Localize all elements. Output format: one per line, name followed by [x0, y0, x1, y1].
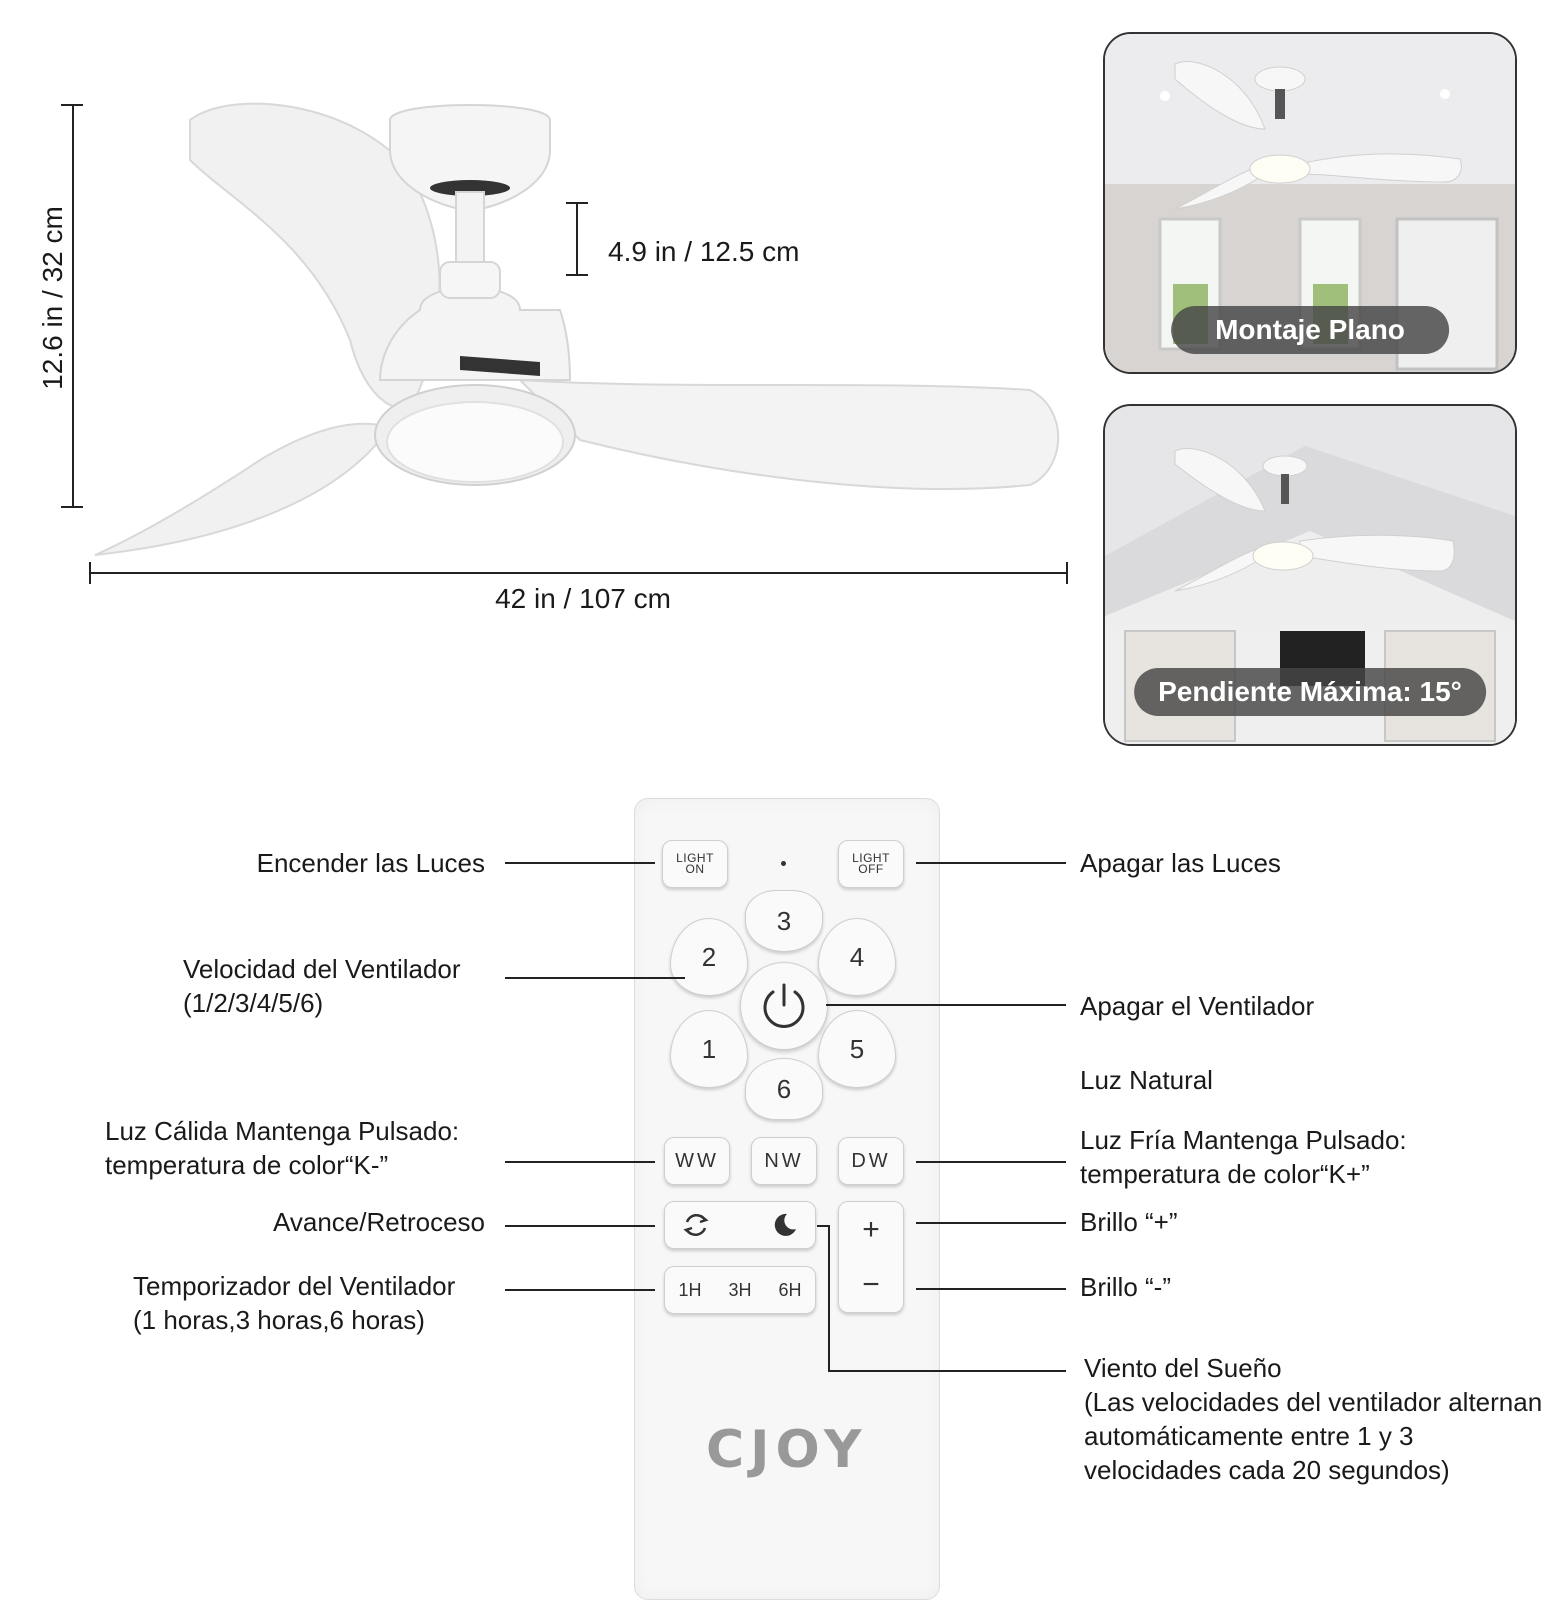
warm-light-button[interactable]: WW — [664, 1137, 730, 1185]
natural-light-button[interactable]: NW — [751, 1137, 817, 1185]
speed-6-button[interactable]: 6 — [745, 1058, 823, 1120]
moon-icon[interactable] — [769, 1210, 799, 1240]
label-cold-sub: temperatura de color“K+” — [1080, 1159, 1370, 1189]
light-off-line1: LIGHT — [852, 851, 890, 865]
label-warm-sub: temperatura de color“K-” — [105, 1150, 389, 1180]
brightness-plus-button[interactable]: + — [862, 1212, 880, 1246]
speed-3-button[interactable]: 3 — [745, 890, 823, 952]
downrod-label: 4.9 in / 12.5 cm — [608, 236, 800, 267]
speed-4-button[interactable]: 4 — [818, 918, 896, 996]
height-line — [72, 105, 74, 507]
power-icon — [763, 983, 805, 1028]
leader-sleep-connector — [817, 1225, 829, 1227]
leader-bright-minus — [916, 1288, 1066, 1290]
height-tick-top — [61, 104, 83, 106]
leader-timer — [505, 1289, 655, 1291]
fan-illustration — [94, 102, 1060, 556]
leader-sleep — [828, 1370, 1066, 1372]
label-natural: Luz Natural — [1080, 1065, 1213, 1095]
label-timer-title: Temporizador del Ventilador — [133, 1271, 456, 1301]
label-light-on: Encender las Luces — [256, 848, 485, 878]
brand-logo: CJOY — [706, 1420, 868, 1480]
speed-2-button[interactable]: 2 — [670, 918, 748, 996]
slope-mount-caption: Pendiente Máxima: 15° — [1134, 668, 1486, 716]
label-timer-sub: (1 horas,3 horas,6 horas) — [133, 1305, 425, 1335]
leader-reverse — [505, 1225, 655, 1227]
flat-mount-caption: Montaje Plano — [1171, 306, 1449, 354]
label-sleep-line2: (Las velocidades del ventilador alternan — [1084, 1387, 1543, 1417]
leader-sleep-vertical — [828, 1225, 830, 1371]
reverse-icon[interactable] — [681, 1210, 711, 1240]
light-off-line2: OFF — [858, 862, 884, 876]
timer-6h-button[interactable]: 6H — [778, 1279, 802, 1300]
label-sleep-title: Viento del Sueño — [1084, 1353, 1282, 1383]
reverse-sleep-button[interactable] — [664, 1201, 816, 1249]
label-sleep-line3: automáticamente entre 1 y 3 — [1084, 1421, 1414, 1451]
slope-mount-photo: Pendiente Máxima: 15° — [1103, 404, 1517, 746]
brightness-minus-button[interactable]: − — [862, 1267, 880, 1301]
downrod-line — [576, 203, 578, 275]
leader-light-off — [916, 862, 1066, 864]
label-sleep-line4: velocidades cada 20 segundos) — [1084, 1455, 1450, 1485]
downrod-tick-bottom — [566, 274, 588, 276]
timer-3h-button[interactable]: 3H — [728, 1279, 752, 1300]
leader-warm — [505, 1161, 655, 1163]
indicator-led — [781, 861, 786, 866]
fan-power-button[interactable] — [740, 962, 828, 1050]
brightness-rocker: + − — [838, 1201, 904, 1313]
timer-1h-button[interactable]: 1H — [678, 1279, 702, 1300]
width-tick-left — [89, 562, 91, 584]
leader-speed — [505, 977, 685, 979]
speed-5-button[interactable]: 5 — [818, 1010, 896, 1088]
light-on-line1: LIGHT — [676, 851, 714, 865]
flat-mount-photo: Montaje Plano — [1103, 32, 1517, 374]
label-bright-plus: Brillo “+” — [1080, 1207, 1178, 1237]
label-speed-title: Velocidad del Ventilador — [183, 954, 461, 984]
leader-bright-plus — [916, 1222, 1066, 1224]
light-on-line2: ON — [685, 862, 705, 876]
label-fan-off: Apagar el Ventilador — [1080, 991, 1315, 1021]
downrod-tick-top — [566, 202, 588, 204]
cold-light-button[interactable]: DW — [838, 1137, 904, 1185]
label-warm-title: Luz Cálida Mantenga Pulsado: — [105, 1116, 460, 1146]
timer-button-group: 1H 3H 6H — [664, 1266, 816, 1314]
height-tick-bottom — [61, 506, 83, 508]
speed-1-button[interactable]: 1 — [670, 1010, 748, 1088]
label-speed-values: (1/2/3/4/5/6) — [183, 988, 324, 1018]
leader-cold — [916, 1161, 1066, 1163]
leader-light-on — [505, 862, 655, 864]
leader-fan-off — [826, 1004, 1066, 1006]
height-label: 12.6 in / 32 cm — [37, 206, 68, 390]
width-line — [90, 572, 1068, 574]
label-light-off: Apagar las Luces — [1080, 848, 1281, 878]
label-bright-minus: Brillo “-” — [1080, 1272, 1171, 1302]
label-reverse: Avance/Retroceso — [273, 1207, 485, 1237]
width-label: 42 in / 107 cm — [495, 583, 671, 614]
label-cold-title: Luz Fría Mantenga Pulsado: — [1080, 1125, 1407, 1155]
width-tick-right — [1066, 562, 1068, 584]
